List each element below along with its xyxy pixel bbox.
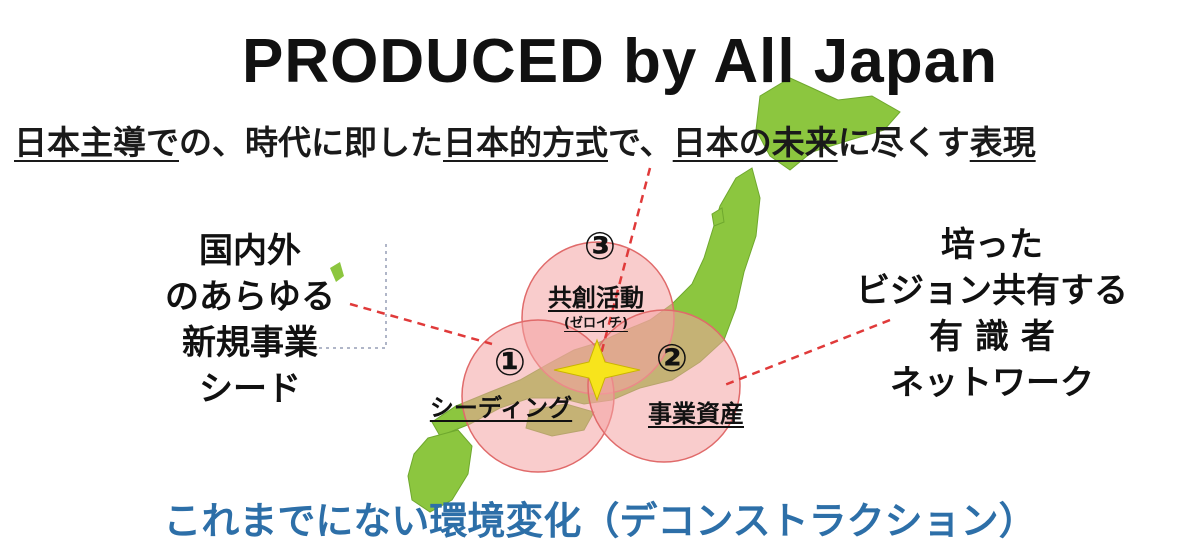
subtitle-part: 日本主導で <box>14 123 179 162</box>
subtitle-part: 表現 <box>969 123 1036 162</box>
connectors <box>349 167 891 388</box>
subtitle-part: の、時代に即した <box>179 123 443 162</box>
right-line: ビジョン共有する <box>856 271 1128 311</box>
star-icon <box>553 338 641 402</box>
circle-label-jigyou-shisan: 事業資産 <box>648 400 744 428</box>
circle-number-2: ② <box>655 336 689 380</box>
left-line: 国内外 <box>199 231 301 271</box>
left-line: シード <box>199 369 301 409</box>
map-kyushu <box>407 429 473 513</box>
subtitle-part: で、 <box>608 123 673 162</box>
subtitle: 日本主導での、時代に即した日本的方式で、日本の未来に尽くす表現 <box>14 116 1200 164</box>
map-okinawa <box>330 262 344 282</box>
map-hokkaido <box>755 77 901 171</box>
right-line: 有 識 者 <box>929 317 1055 357</box>
inset-frame <box>300 244 387 349</box>
connector-top <box>598 167 652 359</box>
right-line: ネットワーク <box>890 363 1094 403</box>
left-line: 新規事業 <box>182 323 318 363</box>
circle-jigyou-shisan <box>587 309 741 463</box>
right-text-block: 培った ビジョン共有する 有 識 者 ネットワーク <box>812 222 1172 406</box>
map-sado <box>711 207 725 227</box>
subtitle-part: 日本的方式 <box>443 123 608 162</box>
page-title: PRODUCED by All Japan <box>242 27 998 96</box>
left-line: のあらゆる <box>165 277 335 317</box>
circle-label-kyosou: 共創活動 <box>548 284 644 312</box>
right-line: 培った <box>941 225 1043 265</box>
subtitle-part: に尽くす <box>837 123 970 162</box>
circle-number-1: ① <box>493 340 527 384</box>
left-text-block: 国内外 のあらゆる 新規事業 シード <box>130 228 370 412</box>
circle-number-3: ③ <box>583 224 617 268</box>
venn-circles <box>461 241 741 473</box>
connector-right <box>721 318 891 388</box>
bottom-caption: これまでにない環境変化（デコンストラクション） <box>163 499 1037 543</box>
circle-sublabel-zeroichi: (ゼロイチ) <box>564 316 628 331</box>
circle-label-seeding: シーディング <box>429 394 573 422</box>
connector-left <box>349 302 493 346</box>
subtitle-part: 日本の未来 <box>672 123 838 162</box>
